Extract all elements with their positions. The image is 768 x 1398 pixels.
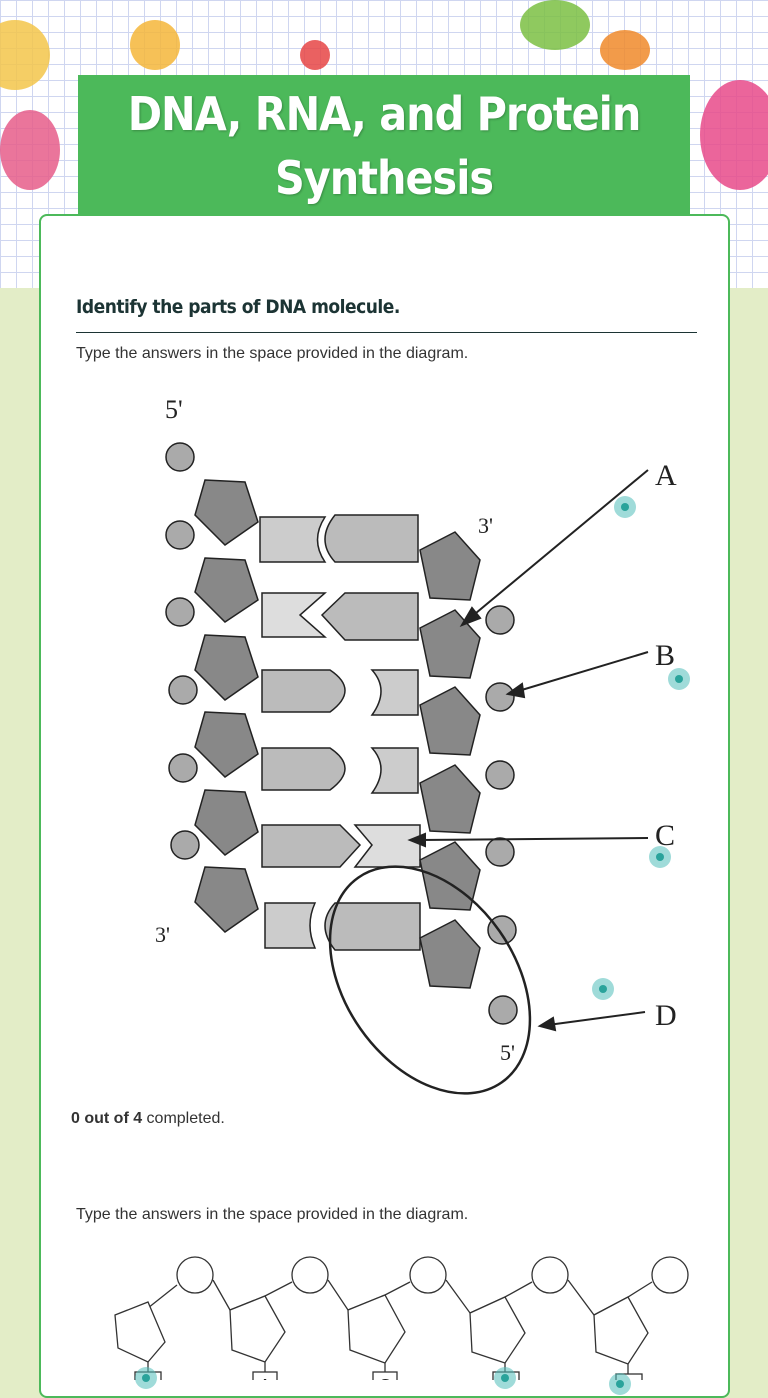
question-instructions: Type the answers in the space provided i… [76,345,469,362]
progress-suffix: completed. [142,1110,225,1127]
question-instructions-2: Type the answers in the space provided i… [76,1206,469,1223]
label-d: D [655,999,677,1032]
dna-structure [165,442,649,1095]
doodle-decoration [130,20,180,70]
doodle-decoration [520,0,590,50]
right-phosphates [485,605,518,1025]
right-sugars [419,531,481,989]
label-a: A [655,459,677,492]
label-5-prime-top: 5' [165,395,183,424]
left-phosphates [165,442,200,860]
doodle-decoration [600,30,650,70]
answer-hotspot-b[interactable] [668,668,690,690]
nucleotide-chain-diagram [114,1256,689,1380]
answer-hotspot-c[interactable] [649,846,671,868]
left-sugars [194,479,259,933]
nucleotide-circle [328,865,532,1095]
pointer-arrows [407,469,649,1032]
doodle-decoration [300,40,330,70]
base-label-c: C [379,1376,392,1380]
answer-hotspot-d[interactable] [592,978,614,1000]
label-3-prime-top: 3' [478,513,493,538]
progress-count: 0 out of 4 [71,1110,143,1127]
answer-hotspot-2-4[interactable] [494,1367,516,1389]
question-title: Identify the parts of DNA molecule. [76,296,400,318]
title-banner: DNA, RNA, and Protein Synthesis [78,75,690,217]
label-c: C [655,819,675,852]
answer-hotspot-2-5[interactable] [609,1373,631,1395]
progress-status: 0 out of 4 completed. [71,1110,225,1128]
answer-hotspot-a[interactable] [614,496,636,518]
bases-left [259,516,362,949]
doodle-decoration [0,110,60,190]
label-5-prime-bottom: 5' [500,1040,515,1065]
label-b: B [655,639,675,672]
page-title: DNA, RNA, and Protein Synthesis [127,87,642,205]
answer-hotspot-2-1[interactable] [135,1367,157,1389]
label-3-prime-bottom: 3' [155,922,170,947]
bases-right [320,514,421,951]
doodle-decoration [700,80,768,190]
divider [76,332,697,333]
base-label-a: A [259,1376,271,1380]
worksheet-card [39,214,730,1398]
